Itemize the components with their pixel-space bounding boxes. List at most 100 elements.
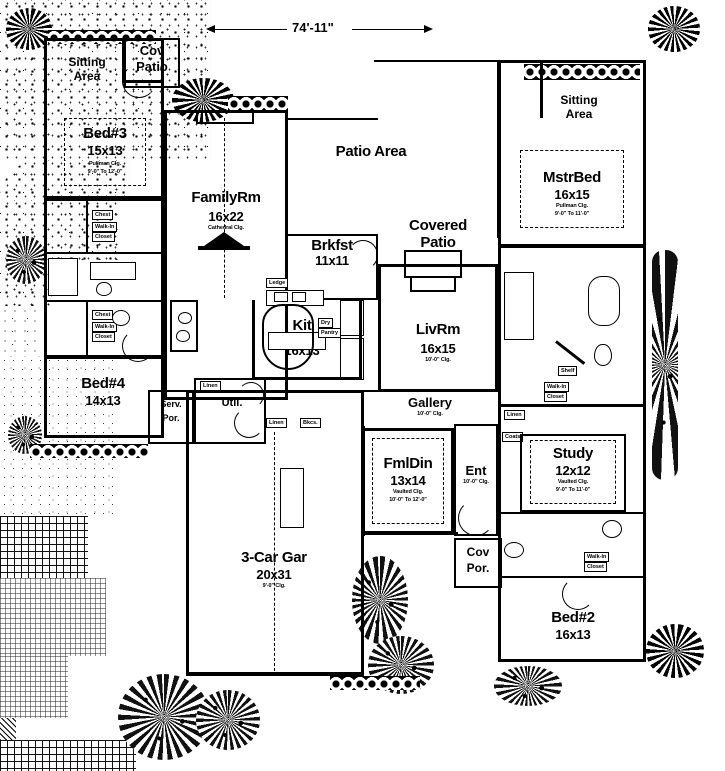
study-outline xyxy=(520,434,626,512)
cov-por-label-1: Cov xyxy=(466,545,490,559)
mstrbath-vanity xyxy=(504,272,534,340)
serv-por-outline xyxy=(148,390,194,444)
bed4-dims: 14x13 xyxy=(85,393,121,408)
left-bath-div-h1 xyxy=(44,252,164,254)
left-bath-door-arc xyxy=(122,330,154,362)
bed2-walkin-1: Walk-In xyxy=(584,552,610,563)
gallery-name: Gallery xyxy=(407,395,453,410)
util-name: Util. xyxy=(221,397,243,409)
kitchen-sink-2 xyxy=(292,292,306,302)
bed3-ceiling-1: Pullman Clg. xyxy=(88,161,122,167)
cov-patio-label-2: Patio xyxy=(136,59,168,74)
patio-outline-curve xyxy=(374,60,500,62)
study-ceiling-outline xyxy=(530,440,616,504)
patio-outline-top xyxy=(286,118,378,120)
landscaping-tree-bottom-right xyxy=(646,624,704,678)
landscaping-hedge-upper-mid xyxy=(228,96,288,110)
kitchen-floor xyxy=(0,578,106,656)
serv-por-label-1: Serv. xyxy=(160,399,182,409)
left-wing-wall-bed4-top xyxy=(44,356,164,359)
landscaping-tree-upper-mid xyxy=(172,78,234,122)
garage-center-dash xyxy=(274,432,275,676)
bed3-name: Bed#3 xyxy=(83,125,127,142)
landscaping-shrub-left-mid xyxy=(6,236,46,284)
cov-patio-outline xyxy=(124,38,180,88)
kitchen-wall-right xyxy=(359,300,362,380)
kitchen-wall-bottom xyxy=(252,377,362,380)
cov-por-outline xyxy=(454,538,502,588)
bed3-ceiling-outline xyxy=(64,118,146,186)
familyrm-ceiling: Cathedral Clg. xyxy=(208,225,244,231)
fmldin-ceiling-1: Vaulted Clg. xyxy=(392,489,424,495)
garage-storage xyxy=(280,468,304,528)
closet-bed3-label-1: Walk-In xyxy=(92,222,118,233)
sitting-area-left-label-1: Sitting xyxy=(68,55,106,69)
mstrbath-tub xyxy=(588,276,620,326)
closet-bed4-chest: Chest xyxy=(92,310,114,321)
garage-outline xyxy=(186,390,364,676)
ent-name: Ent xyxy=(465,463,487,478)
powder-room xyxy=(170,300,198,352)
bottom-wall-fmldin xyxy=(362,532,458,535)
serv-por-fill xyxy=(0,306,42,356)
sitting-left-door-arc xyxy=(122,64,156,98)
landscaping-shrub-bottom-right xyxy=(494,666,562,706)
mstrbed-ceiling-1: Pullman Clg. xyxy=(555,203,589,209)
brkfst-outline xyxy=(286,234,378,300)
util-floor xyxy=(0,656,68,718)
kitchen-ledge-label: Ledge xyxy=(266,278,289,289)
bed2-bath-sink xyxy=(504,542,524,558)
left-bath-div-h2 xyxy=(44,300,164,302)
kitchen-bar-angled xyxy=(262,304,314,370)
left-bath-toilet xyxy=(96,282,112,296)
landscaping-hedge-top-right xyxy=(524,64,640,80)
livrm-name: LivRm xyxy=(415,321,461,338)
mstrbath-wall-bottom xyxy=(498,404,646,407)
util-bkcs-label: Bkcs. xyxy=(300,418,321,429)
mstr-walkin-1: Walk-In xyxy=(544,382,570,393)
util-door-arc2 xyxy=(238,382,264,408)
familyrm-fireplace xyxy=(204,232,244,246)
left-closet-div-2 xyxy=(86,300,88,357)
bed3-ceiling-2: 9'-0" To 12'-0" xyxy=(87,169,123,175)
mstrbed-ceiling-2: 9'-0" To 11'-0" xyxy=(554,211,590,217)
gallery-linen-label: Linen xyxy=(504,410,525,421)
util-linen-label-2: Linen xyxy=(266,418,287,429)
bed3-dims: 15x13 xyxy=(87,143,123,158)
kitchen-sink-1 xyxy=(274,292,288,302)
kitchen-wall-left xyxy=(252,300,255,380)
left-wing-wall-bed3-bottom xyxy=(44,196,164,199)
brkfst-dims: 11x11 xyxy=(315,253,349,268)
sitting-area-left-label-2: Area xyxy=(73,69,101,83)
bed2-bath-outline xyxy=(498,512,646,578)
cov-por-label-2: Por. xyxy=(466,561,490,575)
mstr-shelf-label: Shelf xyxy=(558,366,578,377)
bed2-walkin-2: Closet xyxy=(584,562,607,573)
landscaping-hedge-left-low xyxy=(30,444,148,458)
covered-patio-label-1: Covered xyxy=(409,217,467,234)
landscaping-tree-top-right xyxy=(648,6,700,52)
ent-front-door-arc xyxy=(458,500,494,536)
brkfst-name: Brkfst xyxy=(311,237,353,254)
landscaping-shrub-bottom-left xyxy=(118,674,210,760)
mstrbed-wall-bottom xyxy=(498,244,646,247)
serv-por-label-2: Por. xyxy=(162,413,180,423)
left-bath-block xyxy=(44,199,164,357)
landscaping-shrub-right-mid xyxy=(652,250,678,480)
left-bath-sink xyxy=(112,310,130,326)
closet-bed4-label-2: Closet xyxy=(92,332,115,343)
util-door-arc xyxy=(234,408,264,438)
left-bath-tub xyxy=(48,258,78,296)
coats-label: Coats xyxy=(502,432,524,443)
familyrm-bay-window xyxy=(196,110,254,124)
study-ceiling-1: Vaulted Clg. xyxy=(557,479,589,485)
gallery-wall-top xyxy=(362,390,498,392)
cov-patio-label-1: Cov xyxy=(139,43,165,58)
closet-bed3-chest: Chest xyxy=(92,210,114,221)
study-name: Study xyxy=(552,445,594,462)
mstrbed-name: MstrBed xyxy=(543,169,601,186)
gallery-floor xyxy=(0,740,136,771)
livrm-dims: 16x15 xyxy=(420,341,456,356)
brkfst-floor xyxy=(0,516,88,578)
sitting-area-right-label-2: Area xyxy=(565,107,593,121)
